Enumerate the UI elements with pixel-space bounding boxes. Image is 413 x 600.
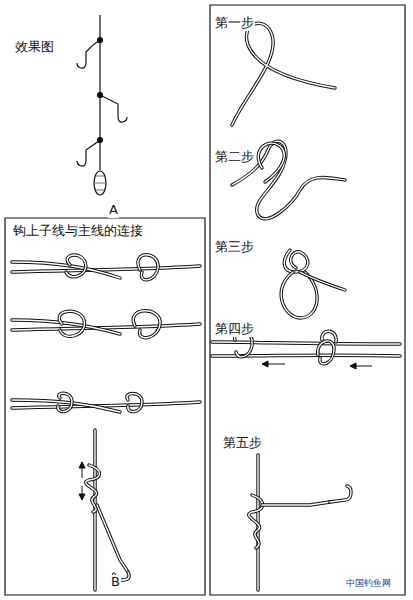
rope-fill — [212, 342, 400, 344]
rope-fill — [284, 250, 308, 272]
rope-outline — [58, 393, 72, 411]
rope-fill — [66, 255, 86, 277]
step-label: 第二步 — [214, 150, 255, 165]
rope-outline — [138, 255, 158, 280]
rope-fill — [97, 505, 128, 572]
rig-figure — [77, 15, 127, 195]
title-label: 效果图 — [14, 40, 55, 55]
rope-fill — [318, 341, 334, 364]
rope-fill — [262, 502, 330, 505]
rope-outline — [249, 495, 263, 548]
rope-fill — [127, 394, 142, 412]
rope-fill — [12, 262, 120, 278]
rope-fill — [232, 23, 335, 125]
rope-outline — [12, 320, 120, 334]
step-label: 第三步 — [214, 240, 255, 255]
rope-outline — [318, 341, 334, 364]
rope-fill — [249, 495, 263, 548]
rope-fill — [12, 320, 120, 334]
rope-fill — [138, 255, 158, 280]
rope-outline — [12, 262, 120, 278]
pull-arrows — [79, 361, 372, 500]
rope-outline — [12, 266, 200, 272]
figure-letter: A — [108, 203, 119, 218]
rope-outline — [330, 486, 351, 502]
step-label: 第一步 — [214, 16, 255, 31]
panel-frames — [5, 5, 405, 595]
rope-outline — [127, 394, 142, 412]
step-label: 第五步 — [222, 436, 263, 451]
rope-outline — [284, 250, 308, 272]
rope-fill — [133, 311, 160, 338]
rope-fill — [322, 331, 336, 342]
rope-fill — [300, 272, 345, 290]
rope-fill — [59, 311, 84, 336]
panel-heading: 钩上子线与主线的连接 — [12, 224, 144, 239]
rope-fill — [330, 486, 351, 502]
rope-outline — [232, 23, 335, 125]
rope-outline — [97, 505, 128, 572]
rope-knots — [12, 23, 400, 590]
rope-outline — [300, 272, 345, 290]
rope-outline — [66, 255, 86, 277]
watermark: 中国钓鱼网 — [345, 578, 392, 588]
figure-letter: B — [110, 575, 121, 590]
rope-fill — [258, 143, 284, 182]
rope-fill — [58, 393, 72, 411]
rope-fill — [12, 266, 200, 272]
rope-outline — [262, 502, 330, 505]
step-label: 第四步 — [214, 322, 255, 337]
rope-outline — [212, 342, 400, 344]
rope-outline — [59, 311, 84, 336]
rope-outline — [133, 311, 160, 338]
rope-outline — [322, 331, 336, 342]
rope-outline — [258, 143, 284, 182]
